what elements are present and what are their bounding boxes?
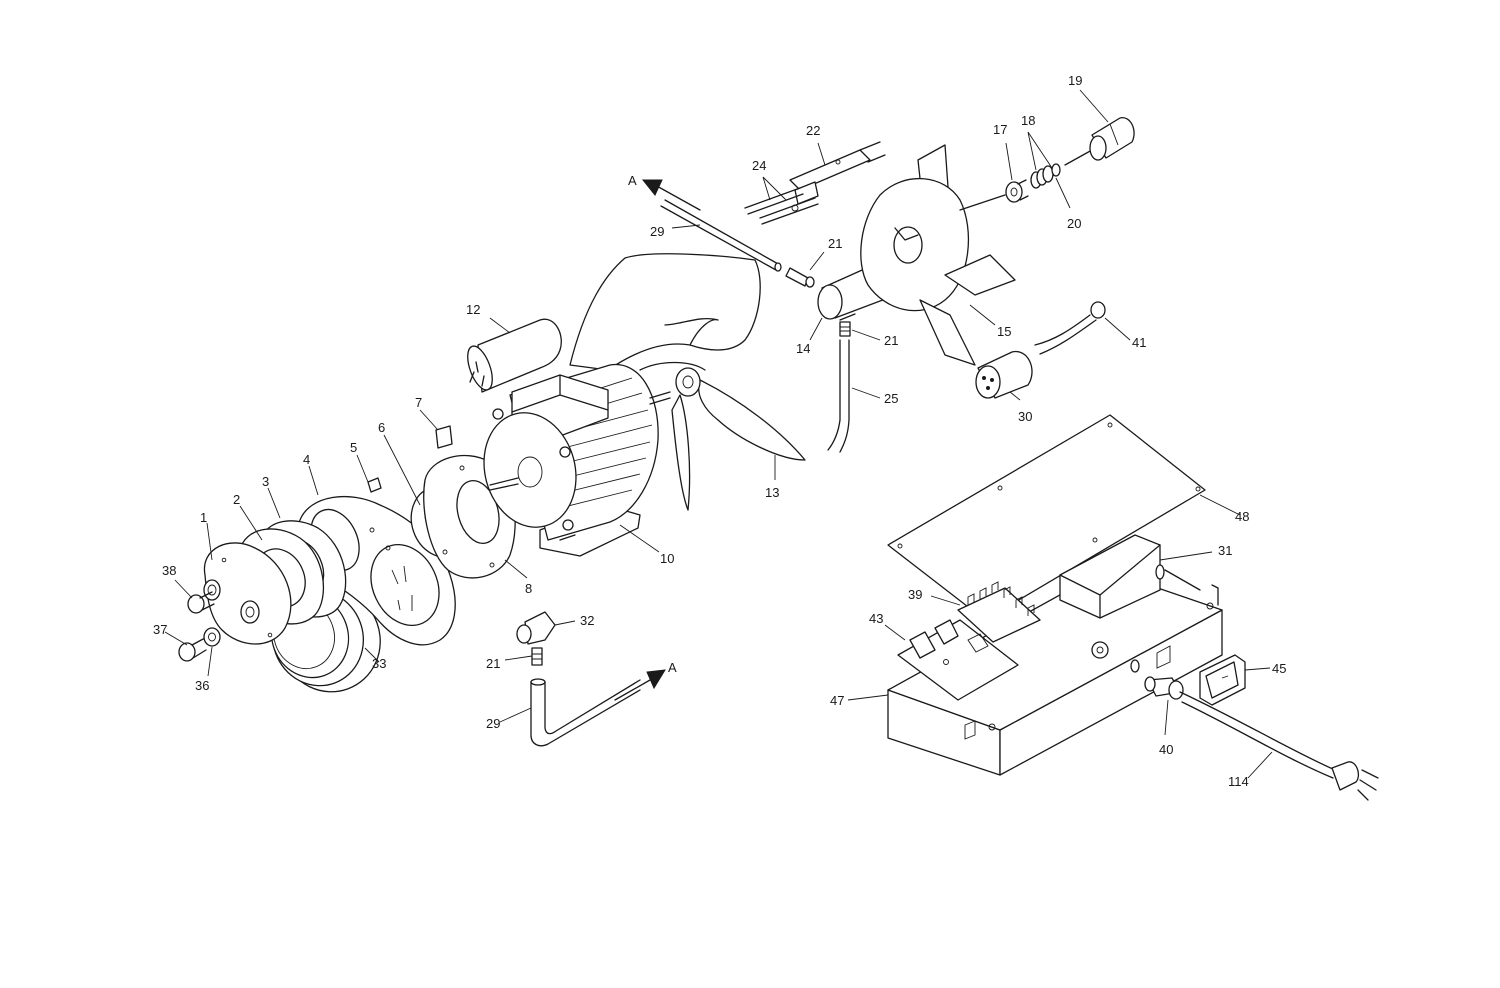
label-32: 32	[580, 613, 594, 628]
part-18-springs	[1030, 165, 1054, 189]
label-40: 40	[1159, 742, 1173, 757]
arrow-a-upper	[641, 179, 701, 211]
label-24: 24	[752, 158, 766, 173]
label-10: 10	[660, 551, 674, 566]
label-29-lower: 29	[486, 716, 500, 731]
part-17-nut	[1005, 179, 1029, 203]
label-114: 114	[1228, 774, 1249, 789]
label-arrow-a-lower: A	[668, 660, 677, 675]
part-21-fitting-middle	[839, 321, 851, 337]
label-25: 25	[884, 391, 898, 406]
label-7: 7	[415, 395, 422, 410]
part-114-power-cord	[1179, 691, 1379, 801]
part-48-cover-plate	[887, 414, 1206, 621]
label-14: 14	[796, 341, 810, 356]
part-5-key	[367, 477, 382, 493]
label-37: 37	[153, 622, 167, 637]
part-24-pipes	[744, 187, 819, 225]
part-21-fitting-lower	[531, 647, 543, 666]
label-20: 20	[1067, 216, 1081, 231]
part-29-tube-upper	[660, 199, 782, 272]
label-22: 22	[806, 123, 820, 138]
label-19: 19	[1068, 73, 1082, 88]
box-nut	[1091, 641, 1171, 673]
part-21-fitting-upper	[785, 267, 815, 288]
part-31-transformer	[1059, 534, 1201, 619]
part-25-hose	[827, 339, 850, 453]
label-47: 47	[830, 693, 844, 708]
part-10-motor	[483, 363, 671, 557]
label-21-upper: 21	[828, 236, 842, 251]
part-19-nozzle	[1064, 117, 1135, 166]
part-40-cable-gland	[1144, 676, 1184, 700]
part-36-washer	[203, 627, 221, 647]
part-32-elbow	[516, 611, 556, 645]
label-6: 6	[378, 420, 385, 435]
label-18: 18	[1021, 113, 1035, 128]
arrow-a-lower	[614, 669, 666, 701]
part-12-capacitor	[467, 318, 562, 393]
leader-lines	[164, 89, 1273, 779]
label-2: 2	[233, 492, 240, 507]
label-17: 17	[993, 122, 1007, 137]
label-38: 38	[162, 563, 176, 578]
label-36: 36	[195, 678, 209, 693]
label-21-lower: 21	[486, 656, 500, 671]
part-43-circuit-board	[897, 619, 1019, 701]
part-30-cap	[975, 351, 1033, 399]
label-33: 33	[372, 656, 386, 671]
part-37-bolt	[178, 637, 207, 662]
part-7-block	[435, 425, 453, 449]
part-1-end-cover	[203, 542, 292, 645]
label-45: 45	[1272, 661, 1286, 676]
label-arrow-a-upper: A	[628, 173, 637, 188]
label-1: 1	[200, 510, 207, 525]
label-31: 31	[1218, 543, 1232, 558]
part-15-fan-housing	[860, 144, 1016, 366]
part-22-valve	[789, 141, 886, 205]
part-20-spacer	[1051, 163, 1061, 177]
label-5: 5	[350, 440, 357, 455]
label-21-middle: 21	[884, 333, 898, 348]
label-48: 48	[1235, 509, 1249, 524]
label-30: 30	[1018, 409, 1032, 424]
part-39-terminal-block	[957, 581, 1041, 643]
label-3: 3	[262, 474, 269, 489]
label-12: 12	[466, 302, 480, 317]
part-41-cable	[1034, 301, 1106, 355]
callout-labels: 1 2 3 4 5 6 7 8 10 12 13 14 15 17 18 19 …	[153, 73, 1286, 789]
part-38-bolt	[187, 591, 215, 614]
label-29-upper: 29	[650, 224, 664, 239]
label-39: 39	[908, 587, 922, 602]
part-29-tube-lower	[530, 678, 641, 747]
part-45-switch	[1199, 654, 1246, 706]
label-15: 15	[997, 324, 1011, 339]
part-13-fan-blade	[569, 253, 806, 511]
label-41: 41	[1132, 335, 1146, 350]
label-8: 8	[525, 581, 532, 596]
label-43: 43	[869, 611, 883, 626]
label-4: 4	[303, 452, 310, 467]
label-13: 13	[765, 485, 779, 500]
